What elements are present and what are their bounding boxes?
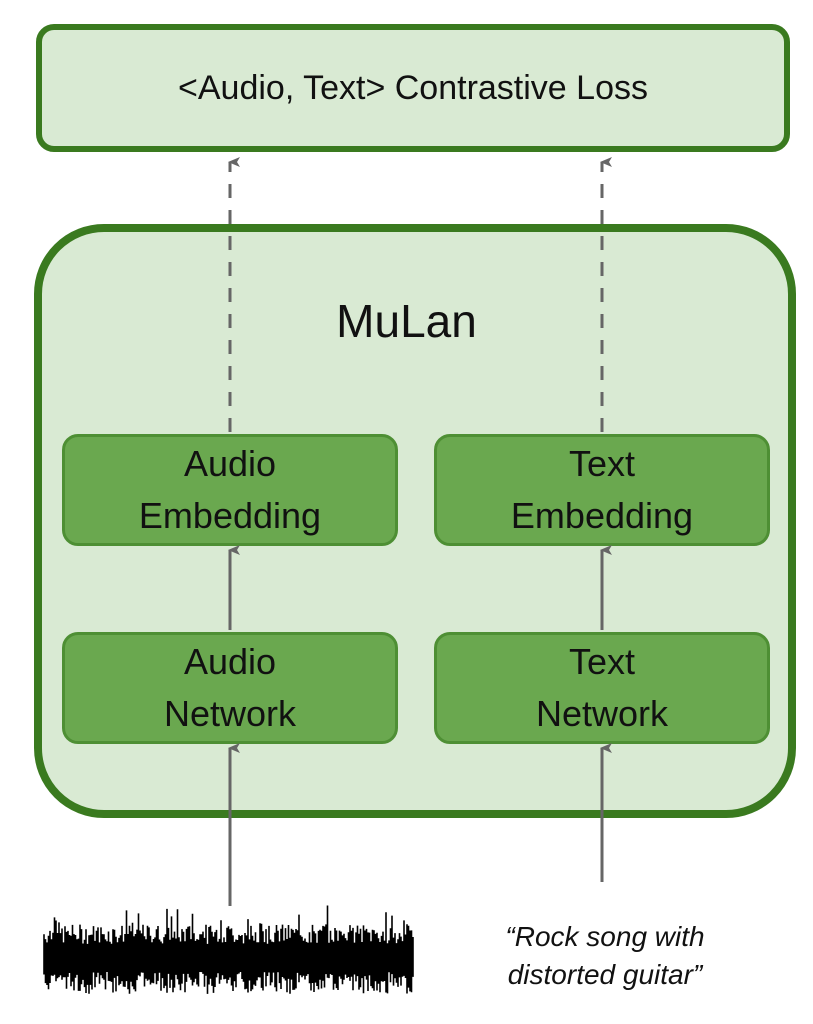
contrastive-loss-box: <Audio, Text> Contrastive Loss [36, 24, 790, 152]
audio-embedding-line2: Embedding [138, 495, 322, 536]
audio-network-line2: Network [163, 693, 297, 734]
text-embedding-line2: Embedding [510, 495, 694, 536]
text-network-line2: Network [535, 693, 669, 734]
text-prompt-line1: “Rock song with [505, 921, 705, 952]
text-prompt: “Rock song with distorted guitar” [470, 918, 740, 994]
text-prompt-line2: distorted guitar” [507, 959, 703, 990]
text-embedding-line1: Text [568, 443, 635, 484]
waveform-path [43, 905, 414, 994]
mulan-title: MuLan [336, 295, 477, 347]
audio-network-line1: Audio [183, 641, 277, 682]
audio-embedding-line1: Audio [183, 443, 277, 484]
audio-waveform-icon [43, 905, 414, 994]
contrastive-loss-label: <Audio, Text> Contrastive Loss [178, 68, 648, 107]
text-network-line1: Text [568, 641, 636, 682]
